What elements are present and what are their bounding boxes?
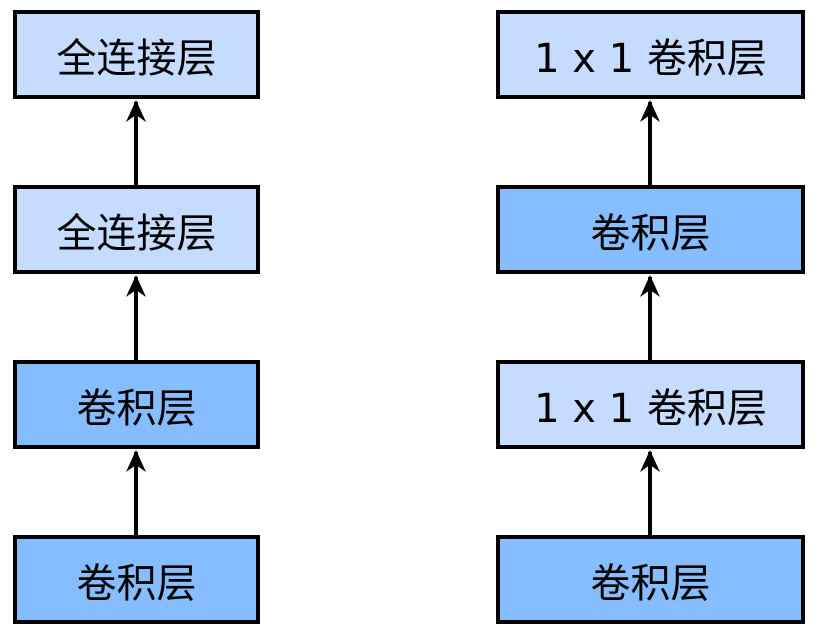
- left-conv-layer: 卷积层: [13, 360, 260, 449]
- arrow-right-4-to-3: [640, 450, 660, 535]
- arrow-right-2-to-1: [640, 100, 660, 185]
- right-1x1-conv-layer: 1 x 1 卷积层: [496, 360, 805, 449]
- right-conv-layer: 卷积层: [496, 185, 805, 274]
- left-conv-layer-bottom: 卷积层: [13, 535, 260, 624]
- arrow-left-4-to-3: [126, 450, 146, 535]
- arrow-right-3-to-2: [640, 275, 660, 360]
- left-fully-connected-layer: 全连接层: [13, 185, 260, 274]
- left-fully-connected-layer-top: 全连接层: [13, 10, 260, 99]
- arrow-left-3-to-2: [126, 275, 146, 360]
- arrow-left-2-to-1: [126, 100, 146, 185]
- right-conv-layer-bottom: 卷积层: [496, 535, 805, 624]
- right-1x1-conv-layer-top: 1 x 1 卷积层: [496, 10, 805, 99]
